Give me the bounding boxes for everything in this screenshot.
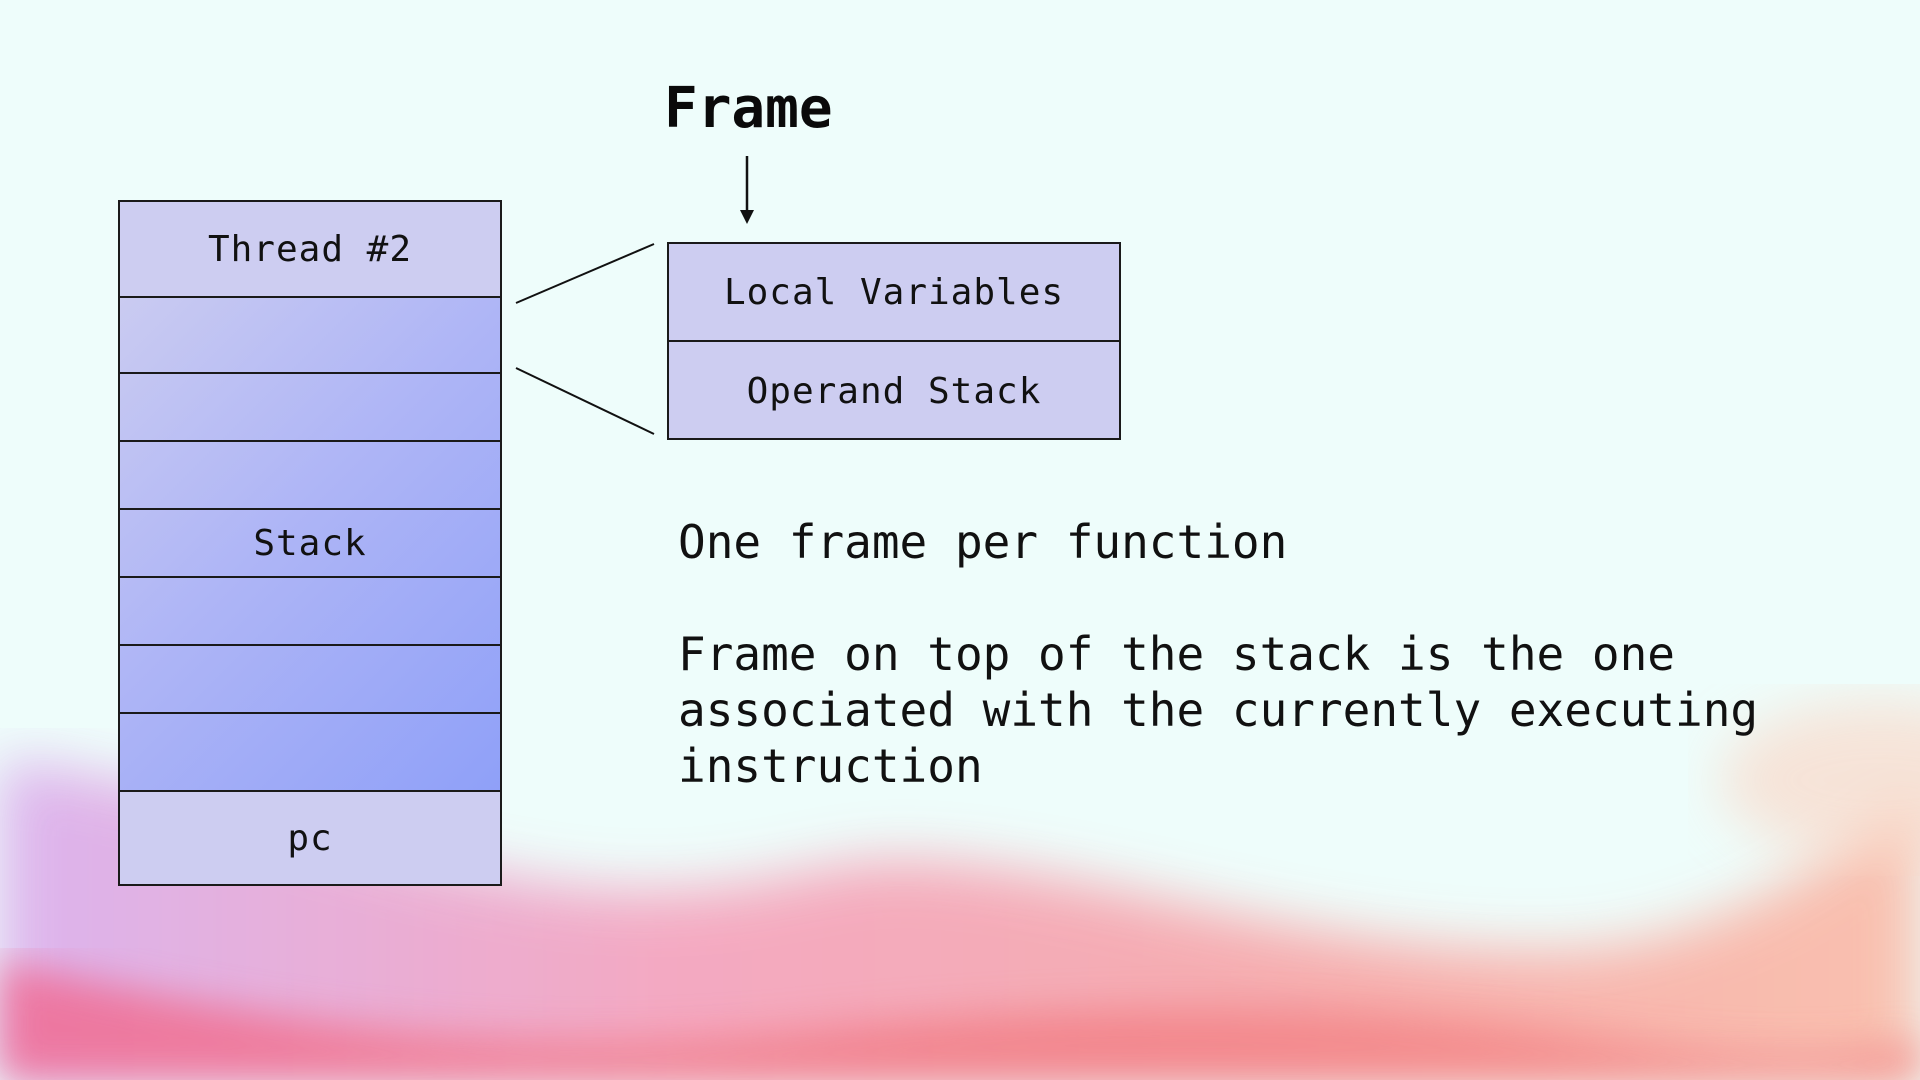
stack-frame-slot (120, 374, 500, 442)
stack-label: Stack (253, 522, 367, 564)
thread-header: Thread #2 (120, 202, 500, 298)
pc-register: pc (120, 792, 500, 884)
frame-box: Local Variables Operand Stack (667, 242, 1121, 440)
thread-header-label: Thread #2 (207, 228, 413, 270)
stack-frame-slot: Stack (120, 510, 500, 578)
thread-stack-column: Thread #2 Stack pc (118, 200, 502, 886)
stack-region: Stack (120, 298, 500, 792)
stack-frame-slot (120, 578, 500, 646)
note-top-frame: Frame on top of the stack is the one ass… (678, 627, 1759, 793)
frame-row-operand-stack: Operand Stack (669, 342, 1119, 440)
note-one-frame: One frame per function (678, 515, 1288, 569)
stack-frame-slot (120, 442, 500, 510)
operand-stack-label: Operand Stack (746, 370, 1042, 412)
frame-row-local-variables: Local Variables (669, 244, 1119, 342)
local-variables-label: Local Variables (723, 271, 1065, 313)
pc-label: pc (287, 817, 333, 859)
stack-frame-slot (120, 298, 500, 374)
stack-frame-slot (120, 646, 500, 714)
stack-frame-slot (120, 714, 500, 792)
frame-title: Frame (664, 76, 833, 141)
frame-arrow (740, 156, 754, 224)
